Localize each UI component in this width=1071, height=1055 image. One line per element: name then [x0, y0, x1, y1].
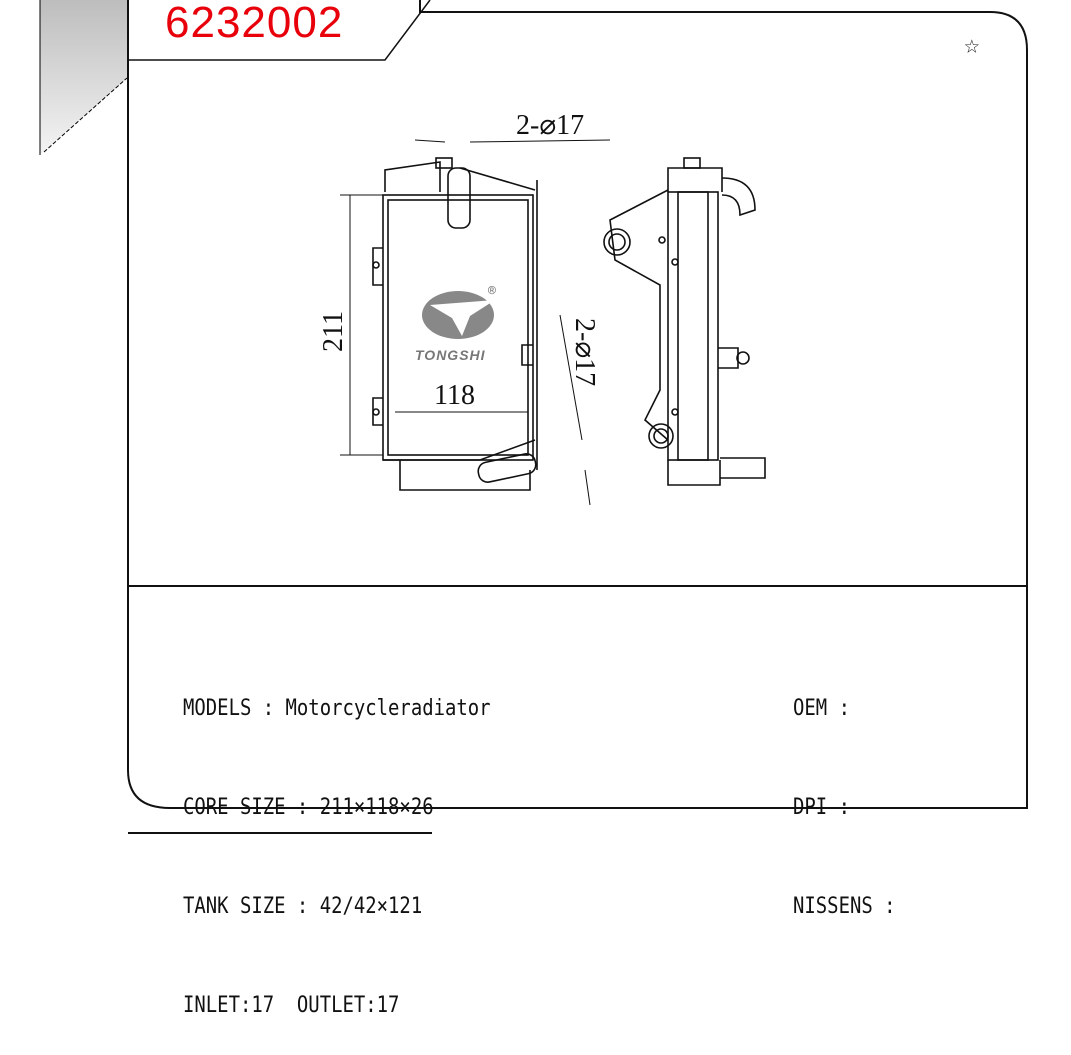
side-shade-panel — [40, 0, 127, 155]
dimension-width: 118 — [434, 380, 475, 411]
registered-mark: ® — [488, 284, 496, 299]
spec-nissens: NISSENS : — [793, 894, 896, 919]
spec-models: MODELS : Motorcycleradiator — [183, 696, 491, 721]
spec-oem: OEM : — [793, 696, 850, 721]
dimension-height: 211 — [318, 311, 349, 352]
specs-right: OEM : DPI : NISSENS : — [793, 626, 896, 956]
part-number: 6232002 — [165, 0, 344, 47]
specs-left: MODELS : Motorcycleradiator CORE SIZE : … — [183, 626, 491, 1055]
side-view-drawing — [603, 157, 766, 486]
spec-inlet-outlet: INLET:17 OUTLET:17 — [183, 993, 400, 1018]
spec-core-size: CORE SIZE : 211×118×26 — [183, 795, 434, 820]
title-tab — [128, 0, 431, 61]
logo-text: TONGSHI — [415, 347, 486, 363]
outer-border — [127, 0, 1028, 809]
logo-graphic — [422, 291, 495, 339]
spec-tank-size: TANK SIZE : 42/42×121 — [183, 894, 423, 919]
favorite-star-icon[interactable]: ☆ — [964, 30, 980, 60]
spec-sheet-frame — [39, 0, 1028, 834]
dimension-top-inlet: 2-⌀17 — [516, 110, 585, 141]
dimension-side-outlet: 2-⌀17 — [569, 318, 600, 387]
spec-dpi: DPI : — [793, 795, 850, 820]
front-view-drawing — [340, 139, 611, 506]
